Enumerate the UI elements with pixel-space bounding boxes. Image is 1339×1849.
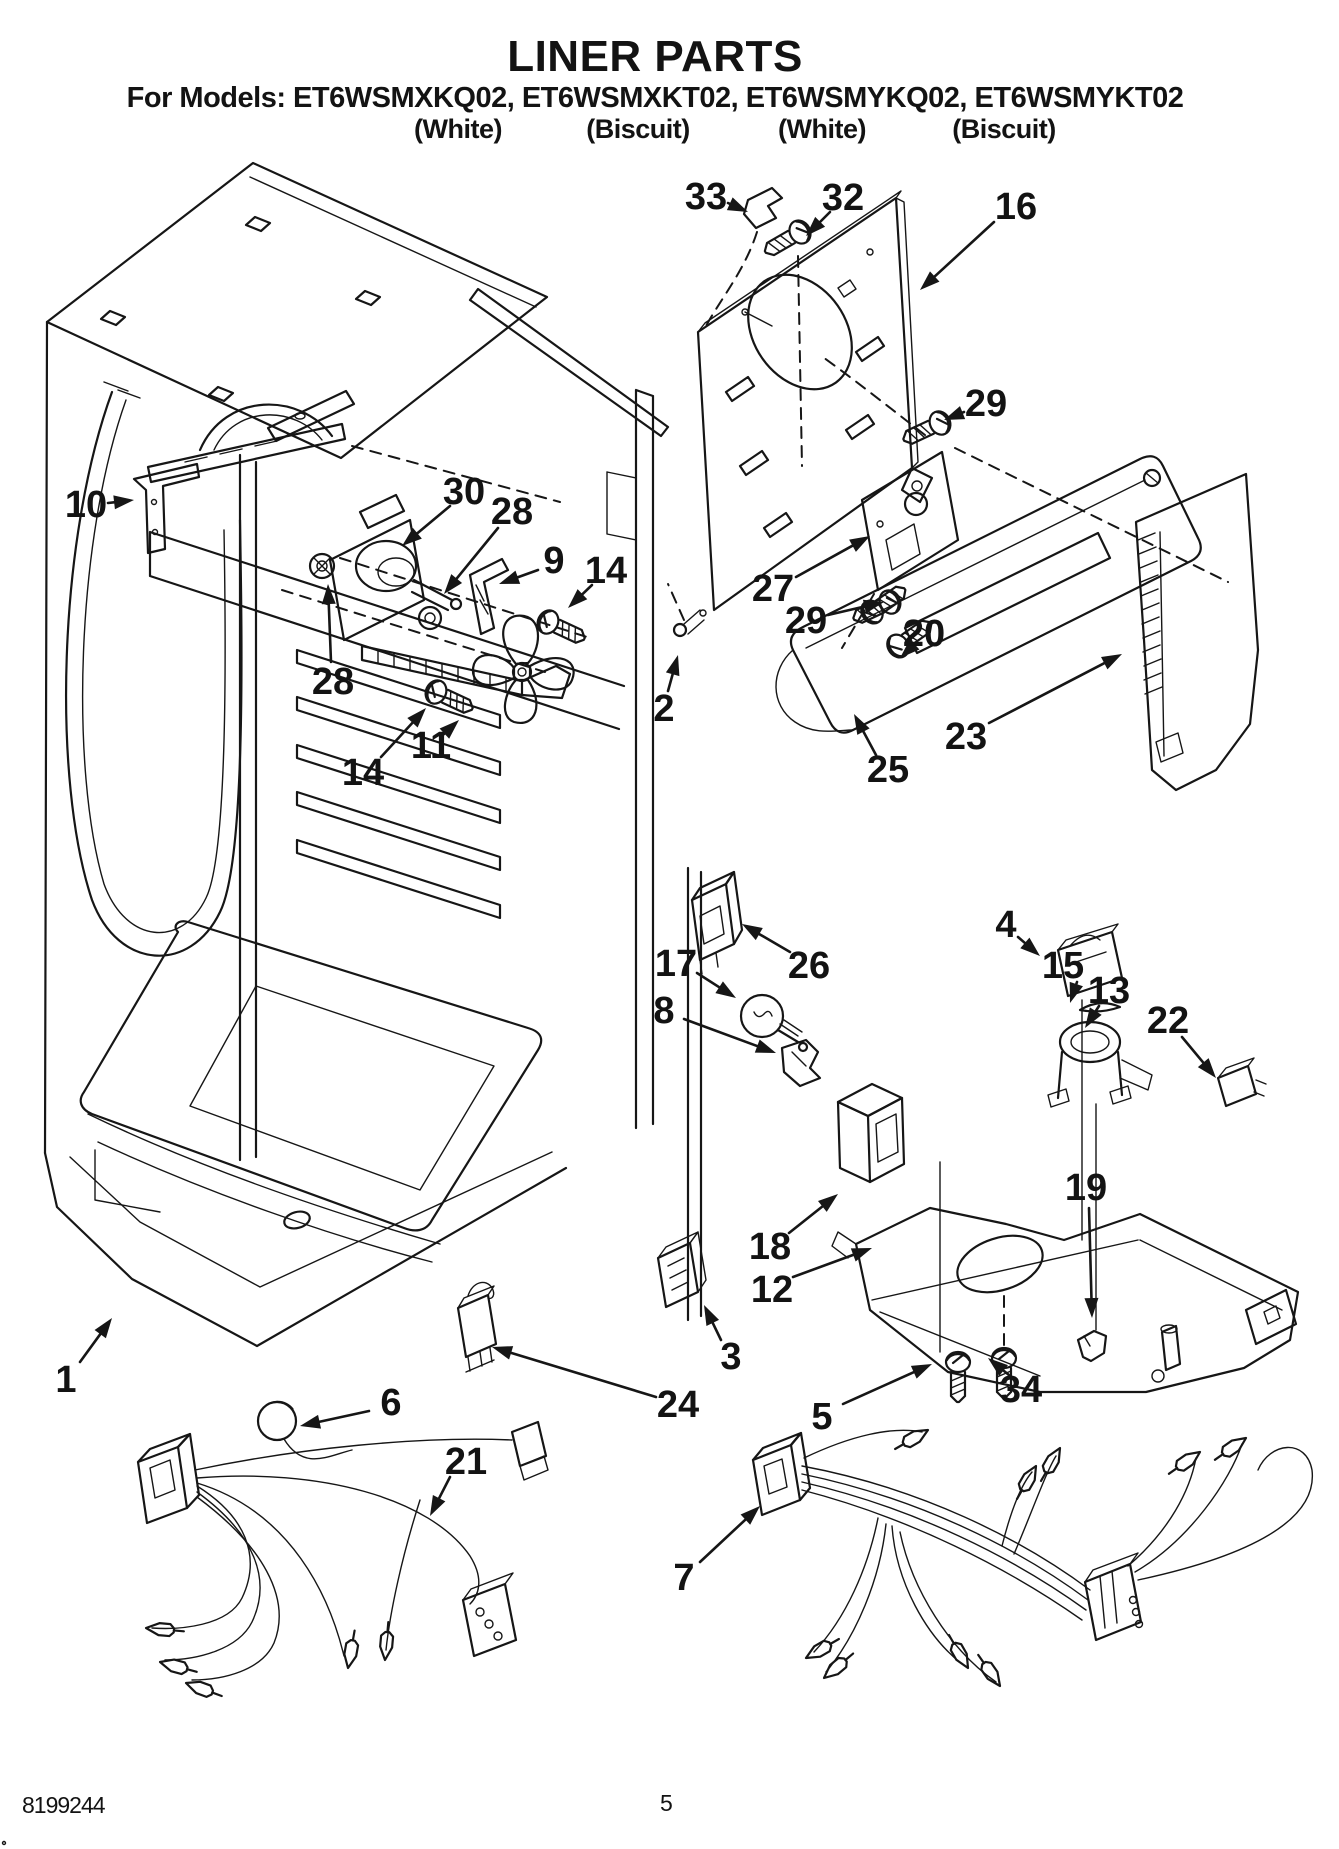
evaporator-fan-assembly-drawing [308, 493, 707, 725]
part-number-label: 25 [867, 749, 909, 791]
part-callout-1: 1 [55, 1318, 112, 1401]
part-number-label: 4 [995, 904, 1016, 946]
part-number-label: 18 [749, 1226, 791, 1268]
scan-artifact-dot [1, 1840, 7, 1846]
part-callout-3: 3 [704, 1305, 742, 1378]
part-callout-14: 14 [342, 708, 426, 794]
part-callout-27: 27 [752, 536, 870, 610]
part-callout-28: 28 [312, 584, 354, 703]
diagram-title: LINER PARTS [507, 32, 803, 81]
part-callout-34: 34 [988, 1358, 1042, 1411]
part-number-label: 16 [995, 186, 1037, 228]
part-callout-25: 25 [854, 714, 909, 791]
part-callout-26: 26 [742, 924, 830, 987]
part-callout-33: 33 [685, 176, 748, 218]
part-callout-9: 9 [499, 540, 565, 584]
part-callout-23: 23 [945, 654, 1122, 758]
part-number-label: 10 [65, 484, 107, 526]
part-number-label: 17 [655, 943, 697, 985]
part-callout-15: 15 [1042, 945, 1084, 1003]
part-number-label: 11 [411, 725, 451, 767]
color-variant-label: (Biscuit) [586, 114, 690, 144]
part-number-label: 6 [380, 1382, 401, 1424]
part-callout-21: 21 [430, 1441, 487, 1516]
part-number-label: 29 [965, 383, 1007, 425]
part-callout-7: 7 [673, 1506, 760, 1599]
part-callout-29: 29 [944, 383, 1007, 425]
part-number-label: 29 [785, 600, 827, 642]
part-callout-14: 14 [568, 550, 627, 608]
part-number-label: 9 [543, 540, 564, 582]
part-number-label: 27 [752, 568, 794, 610]
part-callout-30: 30 [402, 471, 485, 546]
part-number-label: 14 [585, 550, 627, 592]
part-number-label: 7 [673, 1557, 694, 1599]
part-callout-18: 18 [749, 1194, 838, 1268]
part-number-label: 12 [751, 1269, 793, 1311]
part-number-label: 22 [1147, 1000, 1189, 1042]
part-callout-24: 24 [492, 1346, 699, 1426]
part-number-label: 33 [685, 176, 727, 218]
part-number-label: 28 [491, 491, 533, 533]
part-callout-20: 20 [900, 613, 945, 658]
color-variant-label: (White) [778, 114, 866, 144]
part-number-label: 5 [811, 1396, 832, 1438]
wiring-harness-7-drawing [751, 1423, 1313, 1691]
part-number-label: 14 [342, 752, 384, 794]
part-callout-16: 16 [920, 186, 1037, 290]
part-callout-17: 17 [655, 943, 736, 998]
air-duct-panel-drawing [696, 186, 1229, 649]
part-callout-10: 10 [65, 484, 134, 526]
part-number-label: 24 [657, 1384, 699, 1426]
part-number-label: 26 [788, 945, 830, 987]
part-number-label: 32 [822, 177, 864, 219]
part-number-label: 3 [720, 1336, 741, 1378]
part-number-label: 20 [903, 613, 945, 655]
control-covers-drawing [775, 455, 1260, 792]
part-number-label: 15 [1042, 945, 1084, 987]
part-number-label: 19 [1065, 1167, 1107, 1209]
document-number: 8199244 [22, 1792, 106, 1818]
part-callout-32: 32 [806, 177, 864, 236]
part-number-label: 2 [653, 688, 674, 730]
part-callout-19: 19 [1065, 1167, 1107, 1318]
lamp-and-controls-drawing [456, 870, 1300, 1404]
part-number-label: 13 [1088, 970, 1130, 1012]
part-callout-29: 29 [785, 599, 884, 642]
part-number-label: 21 [445, 1441, 487, 1483]
part-callout-5: 5 [811, 1364, 932, 1438]
part-number-label: 23 [945, 716, 987, 758]
part-callout-12: 12 [751, 1248, 872, 1311]
part-callout-2: 2 [653, 655, 680, 730]
part-number-label: 8 [653, 990, 674, 1032]
color-variant-label: (Biscuit) [952, 114, 1056, 144]
models-line: For Models: ET6WSMXKQ02, ET6WSMXKT02, ET… [126, 82, 1184, 114]
part-number-label: 28 [312, 661, 354, 703]
liner-cabinet-drawing [1, 161, 703, 1846]
part-number-label: 30 [443, 471, 485, 513]
part-callout-11: 11 [411, 720, 459, 767]
part-callout-4: 4 [995, 904, 1040, 956]
part-callout-8: 8 [653, 990, 776, 1053]
part-number-label: 34 [1000, 1369, 1042, 1411]
page-number: 5 [660, 1790, 673, 1816]
wiring-harness-21-drawing [136, 1400, 549, 1703]
color-variant-label: (White) [414, 114, 502, 144]
part-callout-28: 28 [444, 491, 533, 594]
part-callout-13: 13 [1085, 970, 1130, 1028]
part-callout-6: 6 [300, 1382, 402, 1429]
part-callout-22: 22 [1147, 1000, 1216, 1078]
part-number-label: 1 [55, 1359, 76, 1401]
